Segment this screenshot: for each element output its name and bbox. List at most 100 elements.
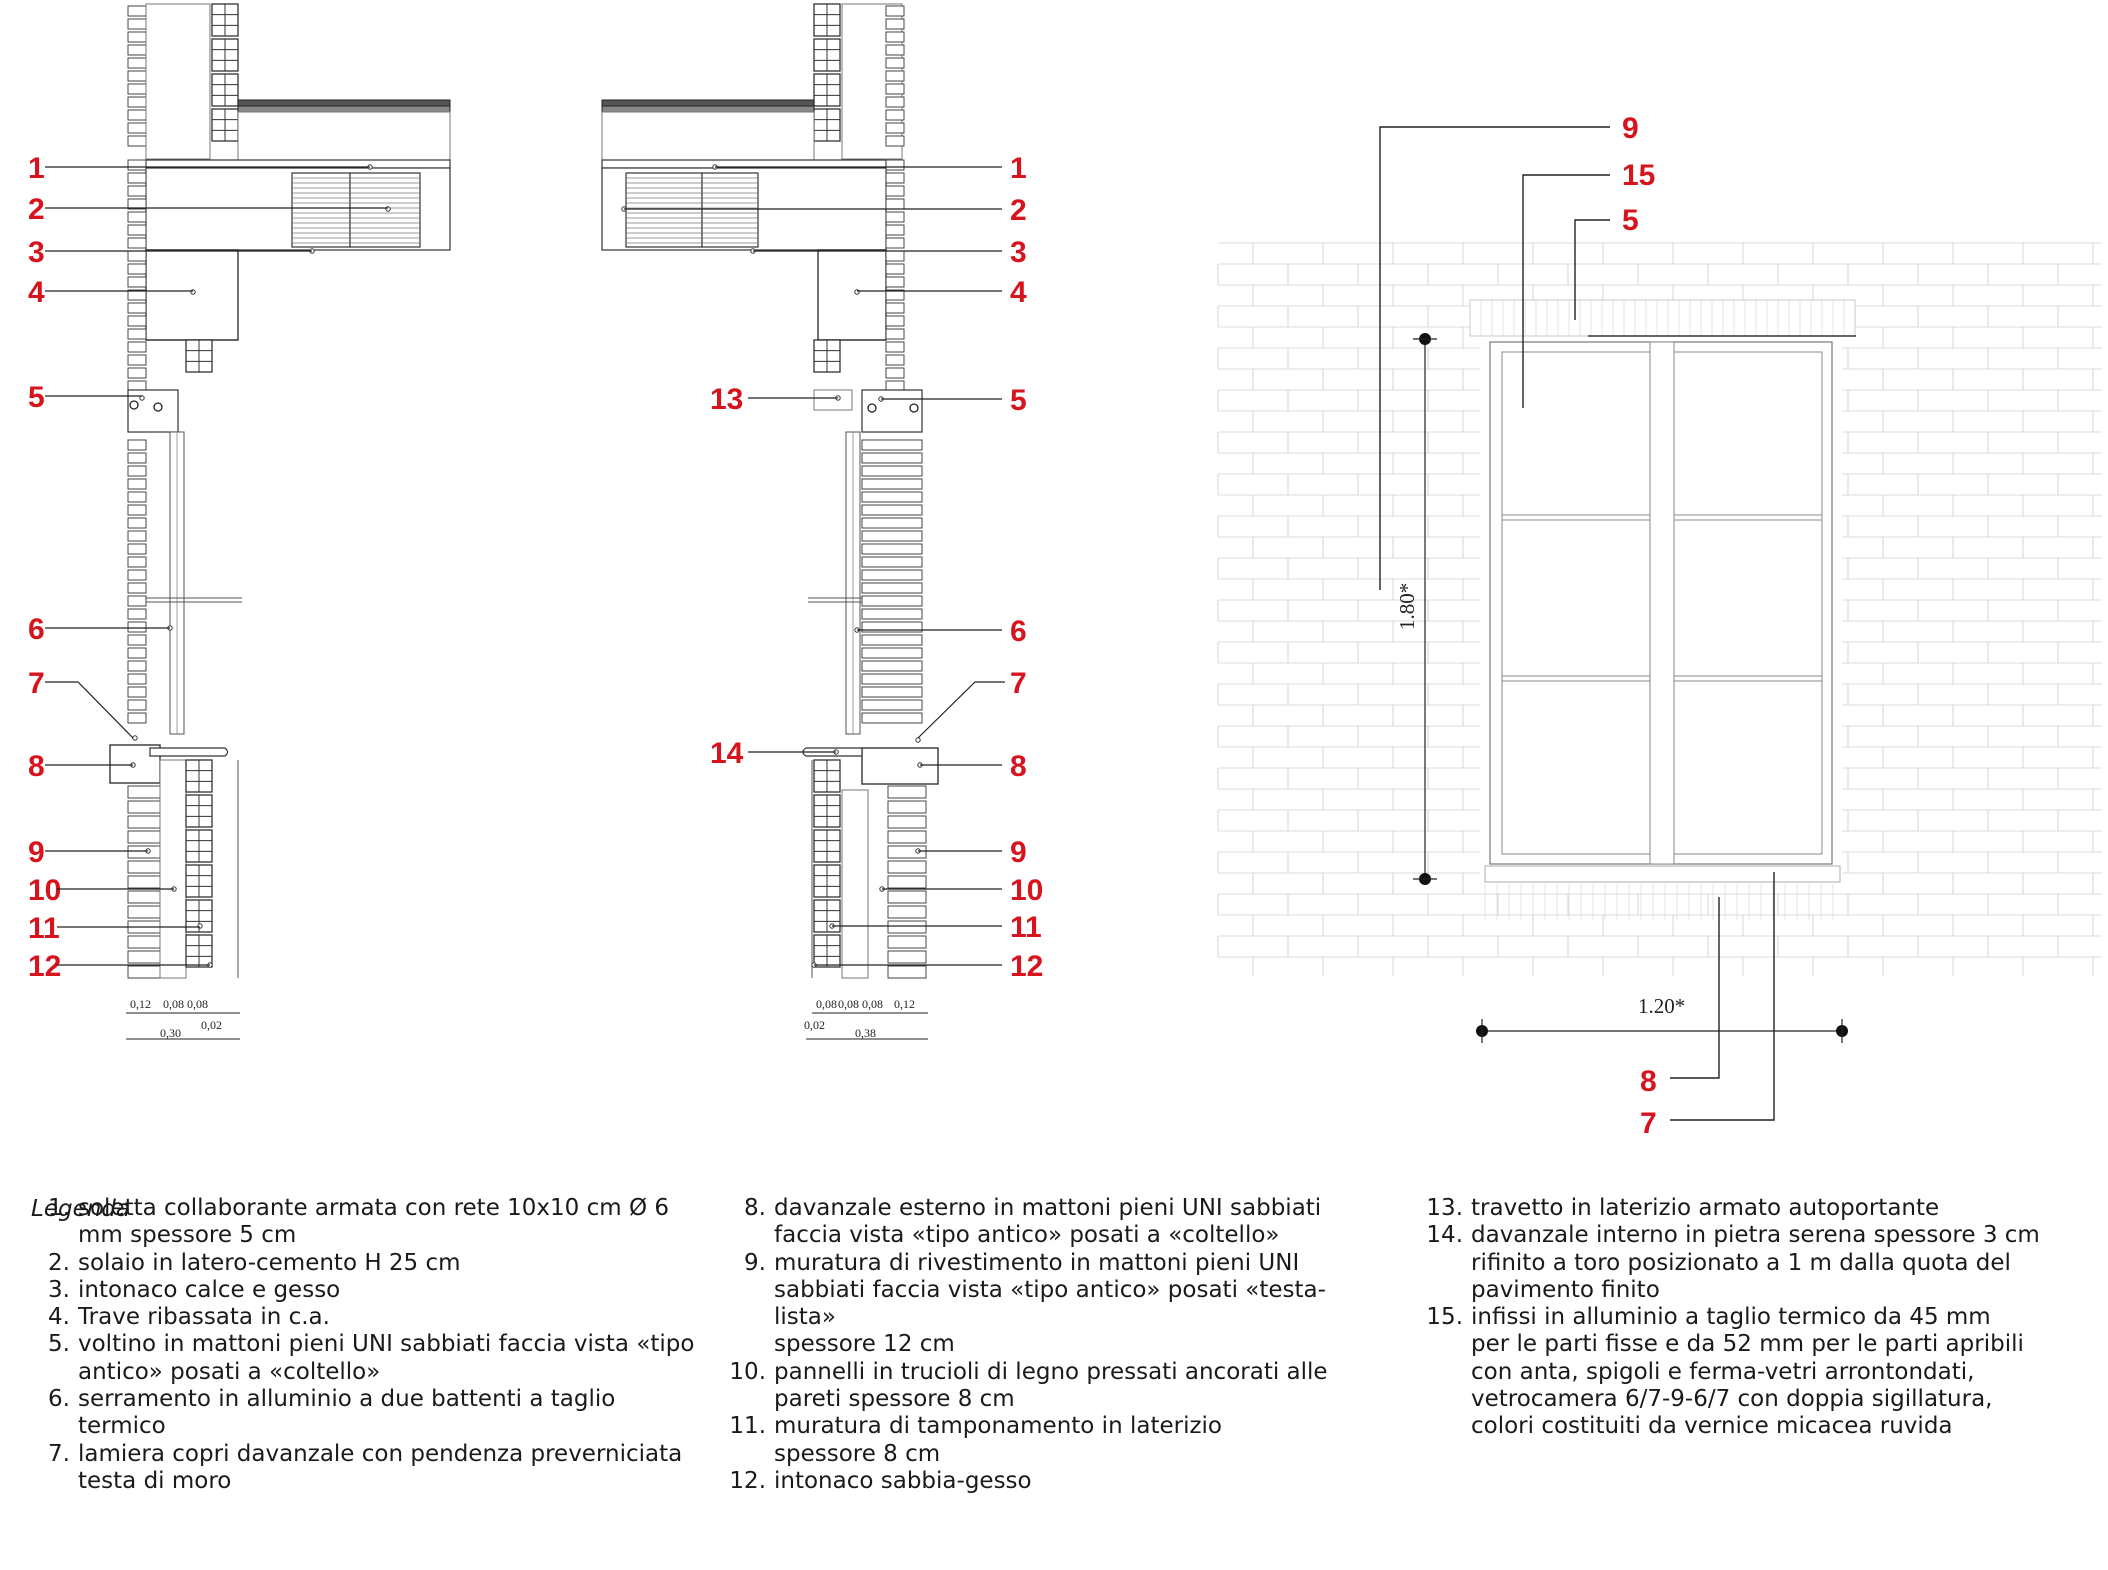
dimension-text: 0,38 [855, 1026, 876, 1040]
leader-line [917, 681, 1005, 739]
callout-left-7: 7 [28, 667, 45, 700]
brick [861, 543, 923, 555]
legend-item-text: muratura di tamponamento in laterizio [774, 1413, 1222, 1440]
dimension-text: 0,12 [894, 997, 915, 1011]
brick [887, 920, 927, 934]
brick [127, 935, 161, 949]
brick [127, 785, 161, 799]
legend-item-text: per le parti fisse e da 52 mm per le par… [1471, 1331, 2024, 1358]
brick [127, 699, 147, 711]
brick [885, 289, 905, 301]
lowered-beam [817, 249, 887, 341]
dimension-text: 0,08 [816, 997, 837, 1011]
section-left [109, 3, 451, 979]
leader-line [45, 681, 134, 739]
brick [861, 699, 923, 711]
brick [127, 543, 147, 555]
brick [887, 890, 927, 904]
legend-item: 14.davanzale interno in pietra serena sp… [1415, 1222, 2055, 1304]
brick [127, 44, 147, 56]
callout-left-9: 9 [28, 836, 45, 869]
legend-item-text: sabbiati faccia vista «tipo antico» posa… [774, 1276, 1326, 1331]
brick [127, 122, 147, 134]
legend-item: 11.muratura di tamponamento in laterizio… [718, 1413, 1378, 1468]
brick [127, 569, 147, 581]
brick [127, 634, 147, 646]
outer-brick-leaf-lower [127, 785, 161, 979]
legend-item-text: intonaco sabbia-gesso [774, 1467, 1032, 1494]
brick [127, 686, 147, 698]
brick [885, 31, 905, 43]
insulation-panel-lower [159, 759, 187, 979]
callout-left-6: 6 [28, 613, 45, 646]
inner-block-upper [211, 3, 239, 142]
legend-item: 8.davanzale esterno in mattoni pieni UNI… [718, 1195, 1378, 1250]
legend-item-text: davanzale esterno in mattoni pieni UNI s… [774, 1195, 1322, 1221]
brick [127, 491, 147, 503]
legend-item: 12.intonaco sabbia-gesso [718, 1468, 1378, 1495]
lintel-rod [129, 400, 139, 410]
outer-brick-leaf-lower [887, 785, 927, 979]
brick [861, 595, 923, 607]
lintel-rod [909, 403, 919, 413]
brick [127, 556, 147, 568]
lintel-strip [1469, 299, 1856, 337]
brick [887, 935, 927, 949]
brick [861, 517, 923, 529]
brick [885, 237, 905, 249]
legend-item-text: colori costituiti da vernice micacea ruv… [1471, 1413, 1953, 1440]
legend-item-text: spessore 12 cm [774, 1331, 955, 1358]
brick [885, 172, 905, 184]
dimension-width: 1.20* [1638, 994, 1685, 1018]
insulation-panel-upper [145, 3, 211, 160]
callout-left-2: 2 [28, 193, 45, 226]
brick [127, 875, 161, 889]
brick [885, 18, 905, 30]
brick [885, 70, 905, 82]
callout-middle-12: 12 [1010, 950, 1043, 983]
brick [861, 647, 923, 659]
legend-item-text: faccia vista «tipo antico» posati a «col… [774, 1222, 1280, 1249]
callout-middle-5: 5 [1010, 384, 1027, 417]
brick [885, 263, 905, 275]
legend-item-text: spessore 8 cm [774, 1440, 941, 1467]
window-elevation [1217, 126, 2102, 1121]
legend-item-text: pavimento finito [1471, 1276, 1660, 1303]
legend-item: 10.pannelli in trucioli di legno pressat… [718, 1359, 1378, 1414]
brick [887, 785, 927, 799]
legend-item-number: 9. [744, 1249, 766, 1276]
brick [127, 860, 161, 874]
legend-item-text: testa di moro [78, 1467, 232, 1494]
legend-item-text: Trave ribassata in c.a. [78, 1304, 330, 1331]
brick [861, 569, 923, 581]
callout-elevation-5: 5 [1622, 204, 1639, 237]
legend-item-number: 10. [729, 1358, 766, 1385]
brick [861, 608, 923, 620]
brick [127, 647, 147, 659]
legend-item: 5.voltino in mattoni pieni UNI sabbiati … [22, 1331, 702, 1386]
lintel-rod [867, 403, 877, 413]
brick [887, 860, 927, 874]
section-middle [601, 3, 939, 979]
outer-brick-leaf-window [861, 439, 923, 724]
slab-block [291, 172, 351, 248]
dimension-text: 0,12 [130, 997, 151, 1011]
leader-dot [915, 737, 921, 743]
brick [885, 122, 905, 134]
block-under-beam [185, 339, 213, 373]
brick [127, 172, 147, 184]
slab-block [625, 172, 703, 248]
brick [887, 830, 927, 844]
lintel-rod [153, 402, 163, 412]
brick [127, 595, 147, 607]
callout-middle-7: 7 [1010, 667, 1027, 700]
legend-item: 4.Trave ribassata in c.a. [22, 1304, 702, 1331]
brick [887, 950, 927, 964]
brick [127, 109, 147, 121]
brick [885, 250, 905, 262]
brick [861, 530, 923, 542]
brick [127, 478, 147, 490]
brick [861, 452, 923, 464]
dimension-text: 0,08 [838, 997, 859, 1011]
